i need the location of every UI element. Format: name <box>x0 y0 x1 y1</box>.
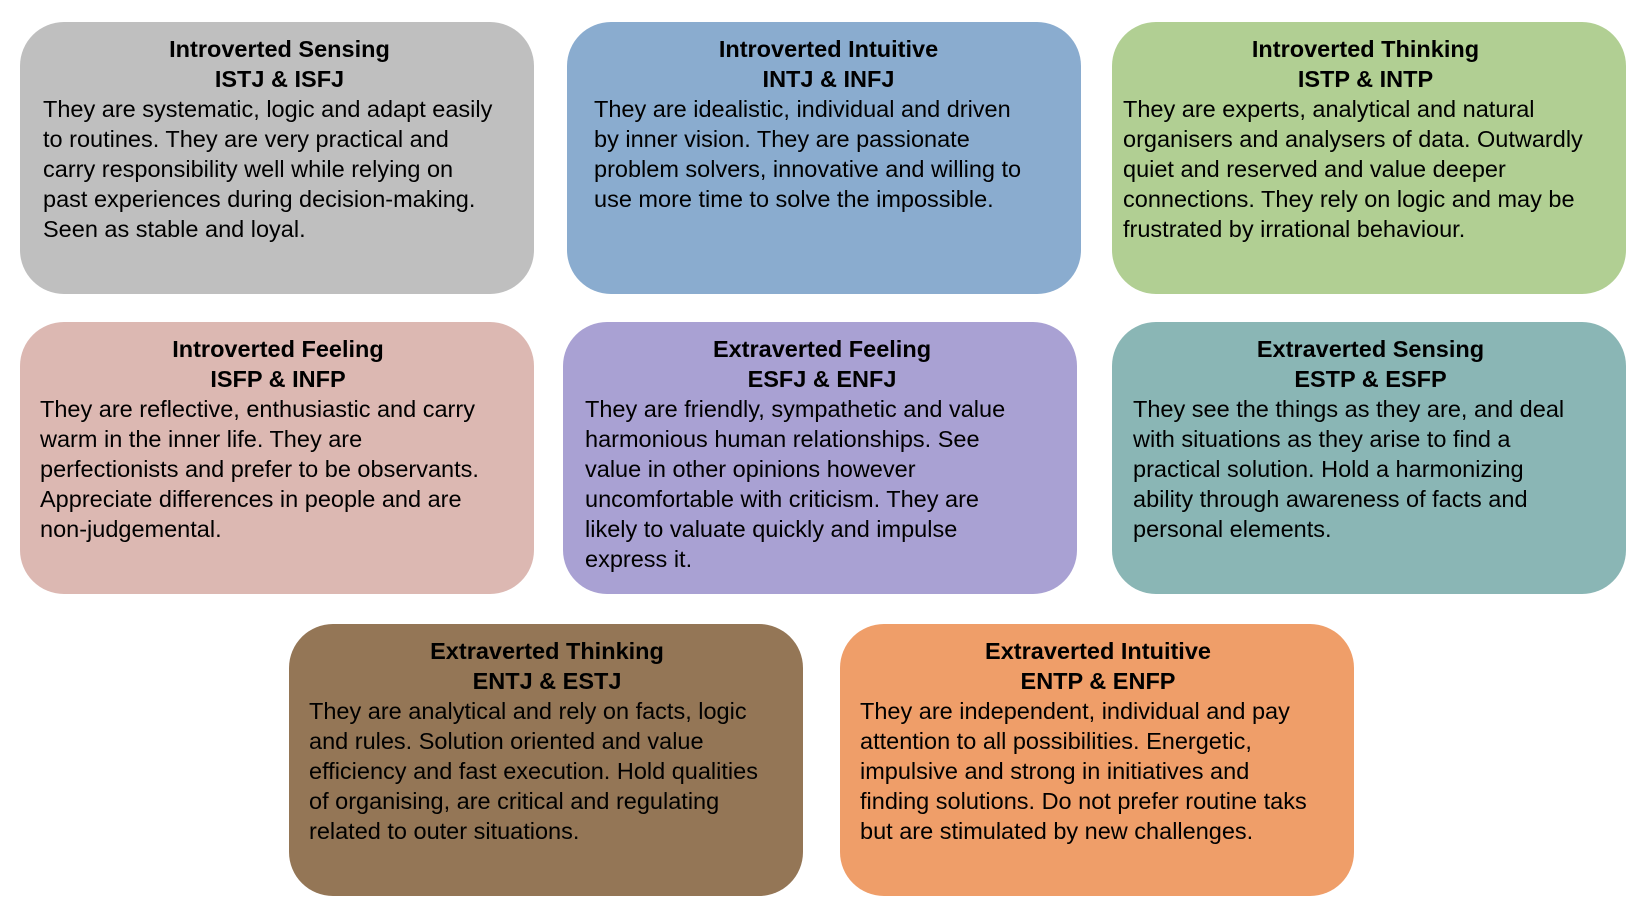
description-line: efficiency and fast execution. Hold qual… <box>309 758 758 784</box>
card-description: They are reflective, enthusiastic and ca… <box>40 394 516 544</box>
description-line: They are idealistic, individual and driv… <box>594 96 1011 122</box>
description-line: They see the things as they are, and dea… <box>1133 396 1565 422</box>
description-line: with situations as they arise to find a <box>1133 426 1511 452</box>
description-line: harmonious human relationships. See <box>585 426 980 452</box>
card-types: INTJ & INFJ <box>762 66 895 92</box>
description-line: by inner vision. They are passionate <box>594 126 970 152</box>
card-types: ENTP & ENFP <box>1020 668 1176 694</box>
description-line: They are experts, analytical and natural <box>1123 96 1535 122</box>
card-title: Extraverted Feeling <box>712 336 932 362</box>
card-description: They are analytical and rely on facts, l… <box>309 696 785 846</box>
description-line: non-judgemental. <box>40 516 222 542</box>
description-line: They are friendly, sympathetic and value <box>585 396 1006 422</box>
description-line: carry responsibility well while relying … <box>43 156 454 182</box>
description-line: and rules. Solution oriented and value <box>309 728 704 754</box>
description-line: to routines. They are very practical and <box>43 126 449 152</box>
description-line: impulsive and strong in initiatives and <box>860 758 1250 784</box>
card-title: Extraverted Sensing <box>1256 336 1485 362</box>
description-line: but are stimulated by new challenges. <box>860 818 1254 844</box>
description-line: Seen as stable and loyal. <box>43 216 306 242</box>
card-types: ENTJ & ESTJ <box>472 668 622 694</box>
card-description: They are independent, individual and pay… <box>860 696 1336 846</box>
description-line: personal elements. <box>1133 516 1332 542</box>
card-description: They are friendly, sympathetic and value… <box>585 394 1059 574</box>
card-title: Introverted Feeling <box>172 336 384 362</box>
card-types: ESTP & ESFP <box>1294 366 1447 392</box>
card-title: Introverted Thinking <box>1251 36 1480 62</box>
description-line: related to outer situations. <box>309 818 580 844</box>
card-description: They are systematic, logic and adapt eas… <box>43 94 516 244</box>
card-types: ISFP & INFP <box>210 366 346 392</box>
description-line: They are reflective, enthusiastic and ca… <box>40 396 475 422</box>
description-line: past experiences during decision-making. <box>43 186 476 212</box>
card-title: Introverted Intuitive <box>718 36 939 62</box>
description-line: practical solution. Hold a harmonizing <box>1133 456 1524 482</box>
description-line: attention to all possibilities. Energeti… <box>860 728 1252 754</box>
description-line: finding solutions. Do not prefer routine… <box>860 788 1307 814</box>
description-line: use more time to solve the impossible. <box>594 186 994 212</box>
card-title: Introverted Sensing <box>169 36 390 62</box>
description-line: organisers and analysers of data. Outwar… <box>1123 126 1583 152</box>
description-line: They are independent, individual and pay <box>860 698 1290 724</box>
description-line: uncomfortable with criticism. They are <box>585 486 979 512</box>
description-line: value in other opinions however <box>585 456 916 482</box>
description-line: warm in the inner life. They are <box>40 426 363 452</box>
description-line: perfectionists and prefer to be observan… <box>40 456 479 482</box>
description-line: problem solvers, innovative and willing … <box>594 156 1022 182</box>
card-title: Extraverted Thinking <box>430 638 664 664</box>
description-line: express it. <box>585 546 693 572</box>
card-types: ESFJ & ENFJ <box>747 366 897 392</box>
description-line: They are analytical and rely on facts, l… <box>309 698 747 724</box>
description-line: connections. They rely on logic and may … <box>1123 186 1575 212</box>
description-line: They are systematic, logic and adapt eas… <box>43 96 493 122</box>
card-types: ISTJ & ISFJ <box>214 66 345 92</box>
description-line: frustrated by irrational behaviour. <box>1123 216 1466 242</box>
description-line: ability through awareness of facts and <box>1133 486 1528 512</box>
card-description: They see the things as they are, and dea… <box>1133 394 1608 544</box>
card-description: They are experts, analytical and natural… <box>1123 94 1608 244</box>
description-line: of organising, are critical and regulati… <box>309 788 720 814</box>
description-line: Appreciate differences in people and are <box>40 486 462 512</box>
card-title: Extraverted Intuitive <box>985 638 1211 664</box>
card-types: ISTP & INTP <box>1297 66 1434 92</box>
description-line: likely to valuate quickly and impulse <box>585 516 958 542</box>
card-description: They are idealistic, individual and driv… <box>594 94 1063 214</box>
description-line: quiet and reserved and value deeper <box>1123 156 1506 182</box>
